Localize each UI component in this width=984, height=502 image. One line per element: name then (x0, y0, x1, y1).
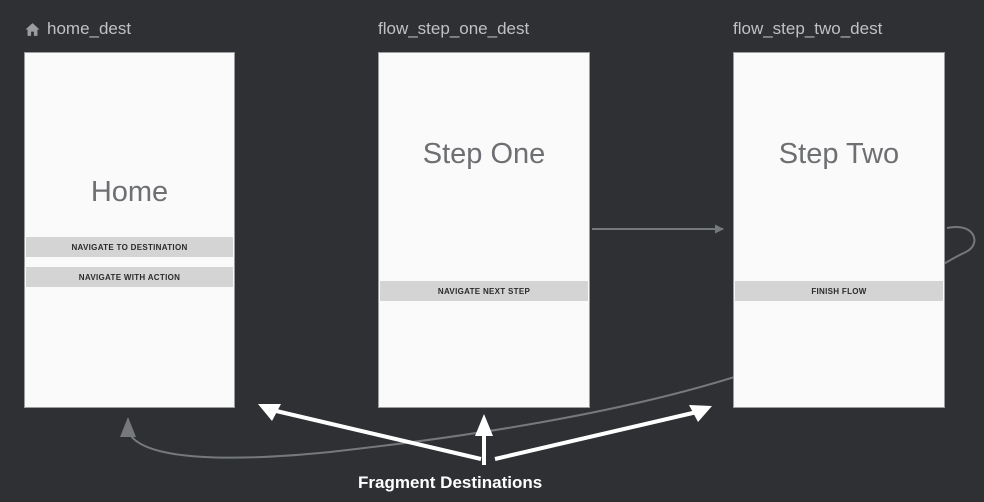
annotation-arrow-to-flow_step_two_dest (494, 405, 712, 461)
annotation-arrow-to-flow_step_one_dest (475, 414, 493, 465)
destination-label-text-flow_step_two_dest: flow_step_two_dest (733, 19, 883, 38)
destination-label-text-home_dest: home_dest (47, 19, 132, 38)
card-title-home_dest: Home (90, 176, 169, 208)
button-navigate-to-destination[interactable]: NAVIGATE TO DESTINATION (26, 237, 233, 257)
card-title-flow_step_two_dest: Step Two (778, 138, 900, 170)
destination-flow_step_two_dest[interactable]: flow_step_two_dest Step Two FINISH FLOW (733, 20, 945, 408)
card-title-flow_step_one_dest: Step One (422, 138, 546, 170)
home-icon (24, 21, 41, 38)
destination-label-text-flow_step_one_dest: flow_step_one_dest (378, 19, 530, 38)
annotation-label: Fragment Destinations (358, 473, 543, 492)
button-navigate-with-action[interactable]: NAVIGATE WITH ACTION (26, 267, 233, 287)
destination-flow_step_one_dest[interactable]: flow_step_one_dest Step One NAVIGATE NEX… (378, 20, 590, 408)
destination-label-home_dest: home_dest (24, 20, 131, 37)
destination-label-flow_step_one_dest: flow_step_one_dest (378, 20, 529, 37)
button-navigate-next-step[interactable]: NAVIGATE NEXT STEP (380, 281, 588, 301)
destination-card-flow_step_two_dest[interactable]: Step Two FINISH FLOW (733, 52, 945, 408)
destination-label-flow_step_two_dest: flow_step_two_dest (733, 20, 882, 37)
destination-card-home_dest[interactable]: Home NAVIGATE TO DESTINATION NAVIGATE WI… (24, 52, 235, 408)
destination-home_dest[interactable]: home_dest Home NAVIGATE TO DESTINATION N… (24, 20, 235, 408)
button-finish-flow[interactable]: FINISH FLOW (735, 281, 943, 301)
annotation-arrow-to-home_dest (258, 404, 482, 461)
destination-card-flow_step_one_dest[interactable]: Step One NAVIGATE NEXT STEP (378, 52, 590, 408)
